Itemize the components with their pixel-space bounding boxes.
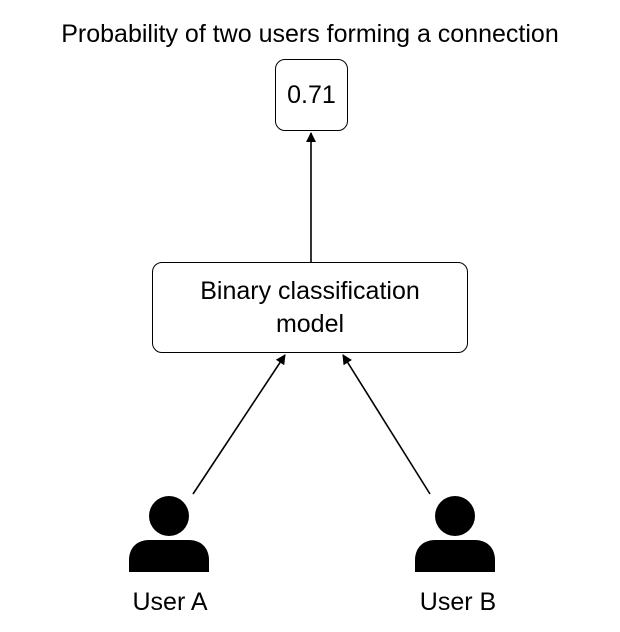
user-icon — [415, 496, 495, 572]
user-b-label: User B — [419, 588, 497, 616]
arrow-user-b-to-model — [342, 354, 431, 495]
classification-model-box: Binary classification model — [152, 262, 468, 353]
output-probability-box: 0.71 — [275, 59, 348, 131]
user-icon — [129, 496, 209, 572]
diagram-title: Probability of two users forming a conne… — [61, 20, 559, 48]
user-a-label: User A — [132, 588, 208, 616]
arrow-user-a-to-model — [192, 354, 286, 495]
